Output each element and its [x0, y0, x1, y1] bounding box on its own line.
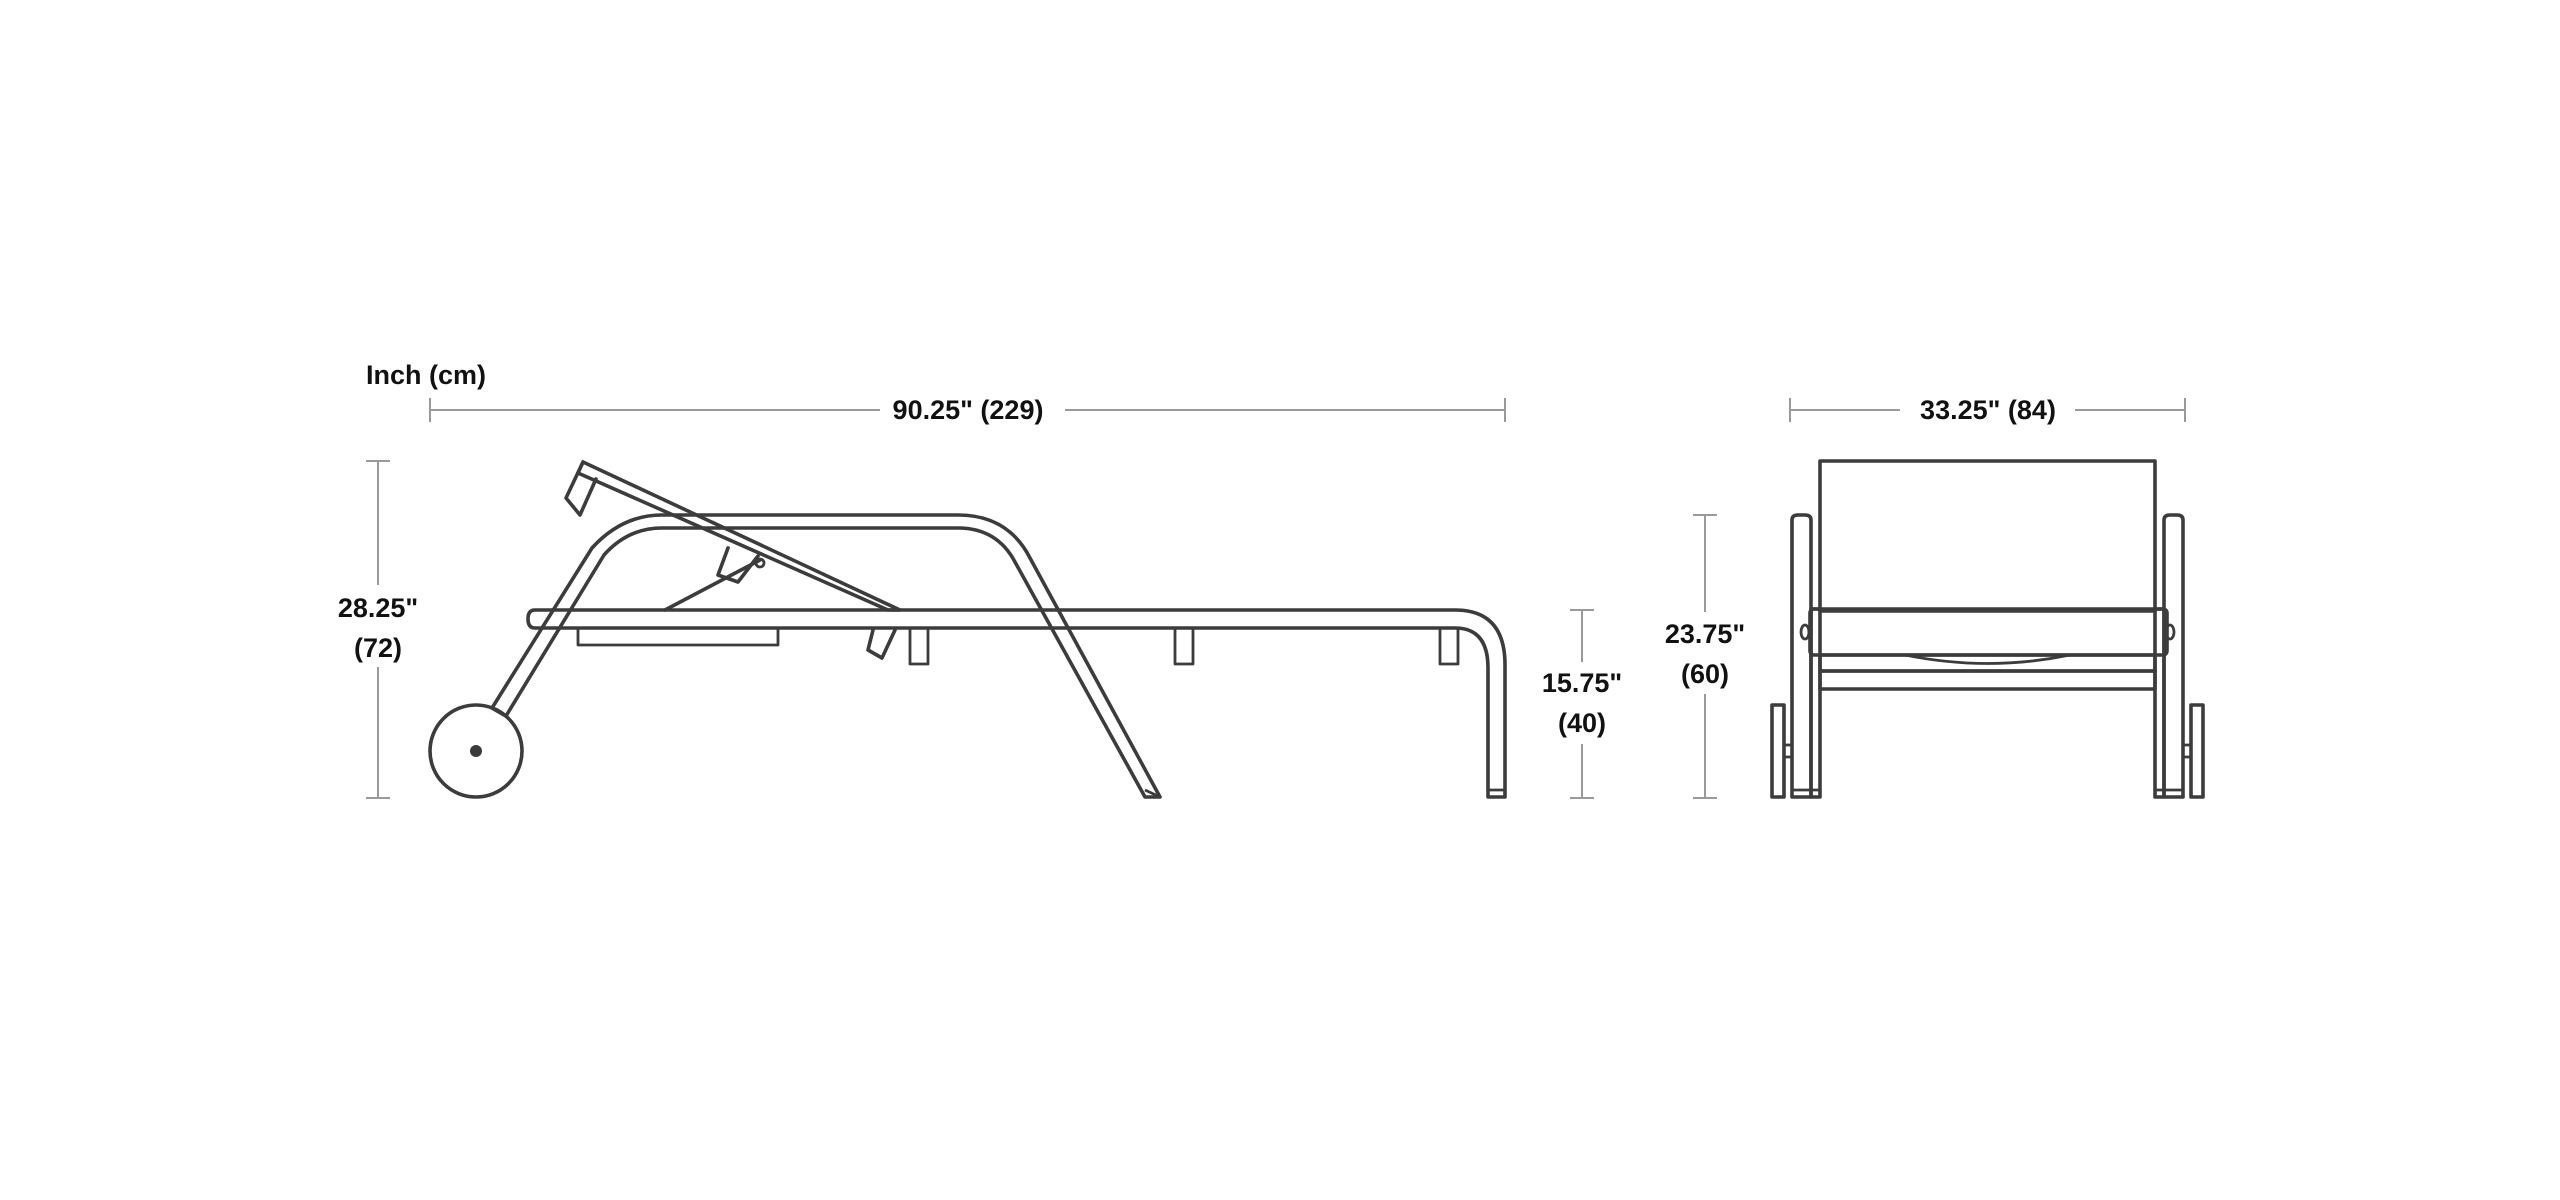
length-label: 90.25" (229) [893, 395, 1044, 425]
front-seat [1808, 607, 2169, 657]
front-height-dimension: 23.75" (60) [1653, 514, 1757, 799]
front-pivot-left [1799, 623, 1811, 641]
side-storage-tray [576, 626, 780, 647]
front-wheel-right [2189, 703, 2205, 799]
front-seat-sling [1904, 653, 2071, 665]
side-seat-support-2 [1173, 626, 1195, 666]
width-label-mask [1900, 390, 2075, 430]
front-arm-left [1790, 513, 1813, 799]
front-arm-right [2162, 513, 2185, 799]
height-label-inches: 28.25" [338, 593, 418, 623]
seat-height-label-inches: 15.75" [1542, 668, 1622, 698]
length-dimension: 90.25" (229) [429, 390, 1506, 430]
front-backrest [1818, 459, 2157, 613]
height-label-mask [325, 585, 431, 667]
front-height-label-inches: 23.75" [1665, 619, 1745, 649]
front-height-label-cm: (60) [1681, 659, 1729, 689]
side-rear-foot [1144, 788, 1161, 799]
side-recline-pivot [754, 557, 766, 569]
length-label-mask [880, 390, 1065, 430]
side-backrest-lower-block [866, 628, 897, 660]
side-seat-support-3 [1438, 626, 1460, 666]
front-wheel-left [1770, 703, 1786, 799]
units-label: Inch (cm) [366, 360, 486, 390]
height-label-cm: (72) [354, 633, 402, 663]
front-leg-left [1809, 607, 1822, 799]
side-view [428, 460, 1507, 799]
side-headrest [564, 460, 598, 517]
width-label: 33.25" (84) [1920, 395, 2056, 425]
front-axle-right [2181, 743, 2193, 759]
width-dimension: 33.25" (84) [1789, 390, 2186, 430]
side-seat-frame [526, 608, 1507, 799]
front-leg-right [2153, 607, 2166, 799]
side-recline-strut [663, 558, 762, 612]
front-height-label-mask [1653, 612, 1757, 694]
front-lower-rail [1818, 669, 2157, 691]
height-dimension: 28.25" (72) [325, 460, 431, 799]
side-recline-bracket [716, 546, 760, 584]
seat-height-label-mask [1530, 662, 1634, 744]
seat-height-dimension: 15.75" (40) [1530, 609, 1634, 799]
front-pivot-right [2164, 623, 2176, 641]
front-axle-left [1782, 743, 1794, 759]
seat-height-label-cm: (40) [1558, 708, 1606, 738]
front-view [1770, 459, 2205, 799]
side-wheel-hub [470, 745, 482, 757]
side-wheel [428, 703, 524, 799]
side-seat-support-1 [908, 626, 930, 666]
side-arm-rail [490, 513, 1162, 799]
